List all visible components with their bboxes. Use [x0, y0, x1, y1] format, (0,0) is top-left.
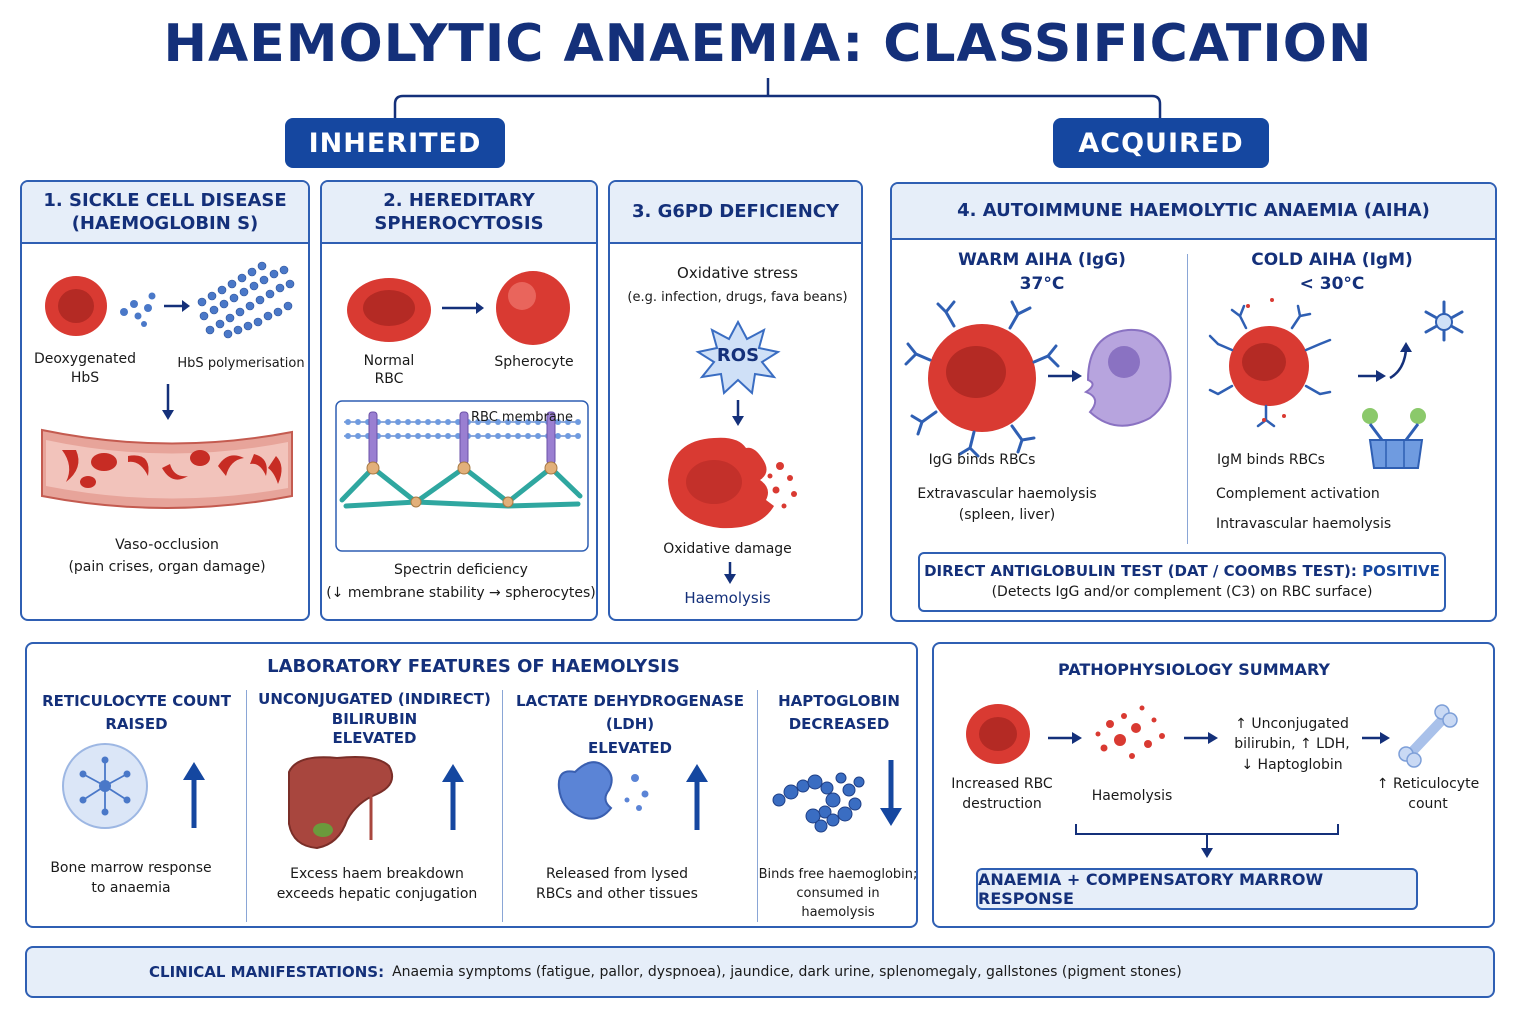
warm-aiha-cells: [904, 300, 1172, 458]
vaso-occlusion-subtext: (pain crises, organ damage): [68, 559, 266, 575]
extravascular-haemolysis-label: Extravascular haemolysis (spleen, liver): [917, 486, 1097, 523]
dat-test-result: POSITIVE: [1362, 562, 1440, 580]
rbc-membrane-label: RBC membrane: [470, 410, 574, 425]
ros-label: ROS: [716, 345, 760, 366]
spherocytosis-panel: 2. HEREDITARY SPHEROCYTOSIS Normal RBC S: [320, 180, 598, 621]
ldh-up-arrow-icon: [686, 764, 708, 830]
cold-aiha-title: COLD AIHA (IgM): [1251, 250, 1413, 270]
lab-divider-1: [246, 690, 247, 922]
ldh-title: LACTATE DEHYDROGENASE (LDH) ELEVATED: [515, 692, 745, 757]
vaso-occlusion-label: Vaso-occlusion: [115, 537, 219, 553]
lab-features-panel: LABORATORY FEATURES OF HAEMOLYSIS RETICU…: [25, 642, 918, 928]
intravascular-haemolysis-label: Intravascular haemolysis: [1216, 516, 1392, 532]
lab-changes-label: ↑ Unconjugated bilirubin, ↑ LDH, ↓ Hapto…: [1234, 716, 1350, 773]
sickle-cell-illustration: [41, 261, 295, 509]
g6pd-illustration: [668, 319, 797, 584]
hbs-polymerisation-label: HbS polymerisation: [177, 356, 305, 371]
bilirubin-caption: Excess haem breakdown exceeds hepatic co…: [276, 866, 478, 903]
aiha-illustration: [904, 298, 1464, 469]
g6pd-panel: 3. G6PD DEFICIENCY Oxidative stress (e.g…: [608, 180, 863, 621]
dat-test-box: DIRECT ANTIGLOBULIN TEST (DAT / COOMBS T…: [918, 552, 1446, 612]
spherocytosis-heading: 2. HEREDITARY SPHEROCYTOSIS: [322, 182, 596, 244]
igm-binds-label: IgM binds RBCs: [1217, 452, 1325, 468]
pathophysiology-heading: PATHOPHYSIOLOGY SUMMARY: [1057, 660, 1331, 679]
dat-test-subtext: (Detects IgG and/or complement (C3) on R…: [991, 584, 1373, 600]
lab-features-heading: LABORATORY FEATURES OF HAEMOLYSIS: [267, 656, 680, 677]
g6pd-haemolysis-label: Haemolysis: [684, 589, 771, 607]
lab-divider-2: [502, 690, 503, 922]
reticulocyte-title: RETICULOCYTE COUNT RAISED: [42, 692, 231, 734]
sickle-cell-panel: 1. SICKLE CELL DISEASE (HAEMOGLOBIN S) D…: [20, 180, 310, 621]
pathophysiology-panel: PATHOPHYSIOLOGY SUMMARY Increased RBC de…: [932, 642, 1495, 928]
lab-features-illustration: [62, 743, 865, 850]
bilirubin-title: UNCONJUGATED (INDIRECT) BILIRUBIN ELEVAT…: [258, 690, 491, 747]
igg-binds-label: IgG binds RBCs: [928, 452, 1036, 468]
oxidative-stress-subtext: (e.g. infection, drugs, fava beans): [627, 290, 848, 305]
pathophys-haemolysis-label: Haemolysis: [1091, 788, 1173, 804]
warm-aiha-title: WARM AIHA (IgG): [958, 250, 1126, 270]
clinical-manifestations-label: CLINICAL MANIFESTATIONS:: [149, 963, 385, 981]
oxidative-stress-label: Oxidative stress: [677, 264, 798, 282]
reticulocyte-up-arrow-icon: [183, 762, 205, 828]
anaemia-result-box: ANAEMIA + COMPENSATORY MARROW RESPONSE: [976, 868, 1418, 910]
complement-activation-label: Complement activation: [1216, 486, 1380, 502]
reticulocyte-caption: Bone marrow response to anaemia: [50, 860, 212, 897]
lab-divider-3: [757, 690, 758, 922]
aiha-panel: 4. AUTOIMMUNE HAEMOLYTIC ANAEMIA (AIHA): [890, 182, 1497, 622]
dat-test-title: DIRECT ANTIGLOBULIN TEST (DAT / COOMBS T…: [924, 562, 1363, 580]
haptoglobin-down-arrow-icon: [880, 760, 902, 826]
acquired-category-label: ACQUIRED: [1053, 118, 1269, 168]
bilirubin-up-arrow-icon: [442, 764, 464, 830]
normal-rbc-label: Normal RBC: [363, 353, 415, 388]
haptoglobin-caption: Binds free haemoglobin; consumed in haem…: [758, 867, 918, 920]
clinical-manifestations-bar: CLINICAL MANIFESTATIONS: Anaemia symptom…: [25, 946, 1495, 998]
deoxygenated-hbs-label: Deoxygenated HbS: [33, 351, 137, 386]
clinical-manifestations-text: Anaemia symptoms (fatigue, pallor, dyspn…: [392, 964, 1182, 980]
ldh-caption: Released from lysed RBCs and other tissu…: [536, 866, 698, 903]
spectrin-deficiency-subtext: (↓ membrane stability → spherocytes): [326, 585, 596, 601]
spherocytosis-illustration: [335, 271, 589, 552]
haptoglobin-title: HAPTOGLOBIN DECREASED: [778, 692, 900, 734]
spectrin-deficiency-label: Spectrin deficiency: [394, 562, 528, 578]
page-title: HAEMOLYTIC ANAEMIA: CLASSIFICATION: [163, 14, 1373, 74]
cold-aiha-cells: [1208, 298, 1464, 469]
spherocyte-label: Spherocyte: [494, 354, 574, 370]
reticulocyte-count-label: ↑ Reticulocyte count: [1376, 776, 1480, 813]
oxidative-damage-label: Oxidative damage: [663, 541, 792, 557]
sickle-cell-heading: 1. SICKLE CELL DISEASE (HAEMOGLOBIN S): [22, 182, 308, 244]
aiha-heading: 4. AUTOIMMUNE HAEMOLYTIC ANAEMIA (AIHA): [892, 184, 1495, 240]
inherited-category-label: INHERITED: [285, 118, 505, 168]
aiha-divider: [1187, 254, 1188, 544]
g6pd-heading: 3. G6PD DEFICIENCY: [610, 182, 861, 244]
warm-aiha-temperature: 37°C: [1019, 274, 1065, 294]
cold-aiha-temperature: < 30°C: [1299, 274, 1365, 294]
pathophysiology-illustration: [966, 704, 1458, 858]
rbc-destruction-label: Increased RBC destruction: [951, 776, 1053, 813]
